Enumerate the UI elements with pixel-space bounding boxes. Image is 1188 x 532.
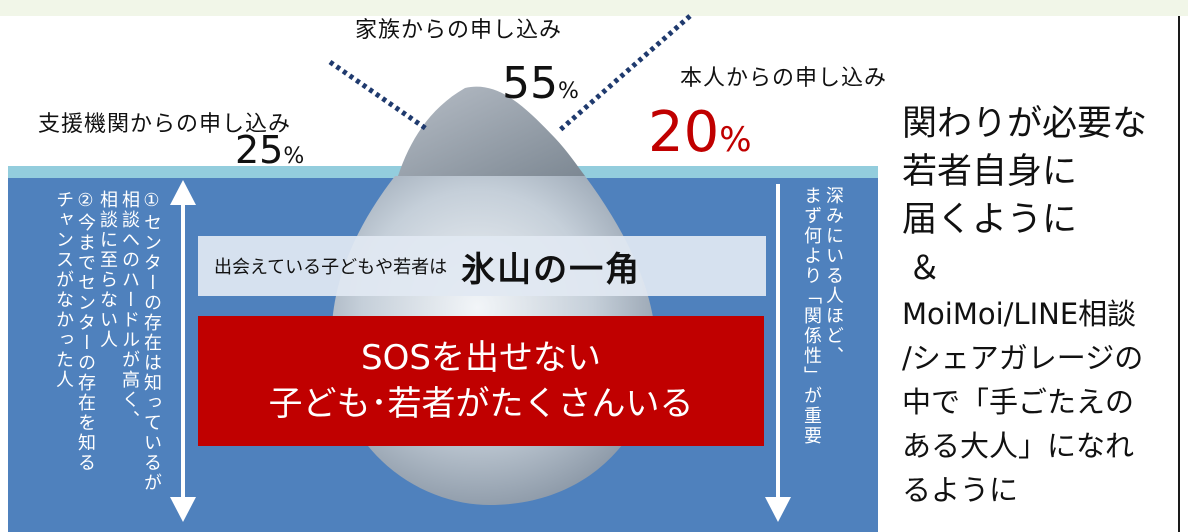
source-self-label: 本人からの申し込み [680,66,888,91]
tip-of-iceberg-box: 出会えている子どもや若者は 氷山の一角 [198,236,766,296]
percent-unit: % [719,120,752,160]
left-double-arrow [170,180,196,522]
leader-support [328,59,430,133]
panel-line-4: MoiMoi/LINE相談 [902,297,1137,331]
panel-line-3: 届くように [902,200,1078,240]
note-3: 相談に至らない人 [97,190,118,350]
panel-line-7: ある大人」になれ [902,429,1135,463]
left-vertical-notes: ①センターの存在は知っているが 相談へのハードルが高く、 相談に至らない人 ②今… [52,190,162,510]
percent-family: 55% [502,58,579,109]
percent-support: 25% [235,128,304,172]
depth-note-2: まず何より「関係性」が重要 [801,186,822,446]
tip-heading: 氷山の一角 [461,249,642,290]
panel-line-2: 若者自身に [902,152,1078,192]
note-2: 相談へのハードルが高く、 [119,190,140,430]
panel-line-1: 関わりが必要な [902,104,1148,144]
source-support-label: 支援機関からの申し込み [38,112,292,137]
percent-self: 20% [648,100,752,165]
percent-unit: % [283,144,305,169]
right-frame-line [1178,16,1180,532]
depth-note-1: 深みにいる人ほど、 [823,186,844,366]
percent-self-value: 20 [648,100,720,165]
source-family-label: 家族からの申し込み [355,18,563,43]
top-strip [0,0,1188,16]
sos-line-1: SOSを出せない [361,338,601,378]
percent-family-value: 55 [502,58,558,109]
note-5: チャンスがなかった人 [53,190,74,390]
panel-ampersand: ＆ [908,248,941,287]
panel-line-6: 中で「手ごたえの [902,385,1135,419]
leader-self [558,14,692,132]
iceberg-tip [398,86,585,176]
tip-caption: 出会えている子どもや若者は [214,257,448,278]
right-vertical-notes: 深みにいる人ほど、 まず何より「関係性」が重要 [800,186,844,516]
note-4: ②今までセンターの存在を知る [75,190,96,473]
right-down-arrow [765,184,791,522]
message-panel: 関わりが必要な 若者自身に 届くように ＆ MoiMoi/LINE相談 /シェア… [902,100,1178,512]
sos-box: SOSを出せない 子ども･若者がたくさんいる [198,316,764,446]
note-1: ①センターの存在は知っているが [141,190,162,493]
percent-unit: % [558,79,579,104]
sos-line-2: 子ども･若者がたくさんいる [268,384,694,424]
panel-line-8: るように [902,473,1019,507]
panel-line-5: /シェアガレージの [902,341,1144,375]
percent-support-value: 25 [235,128,284,172]
